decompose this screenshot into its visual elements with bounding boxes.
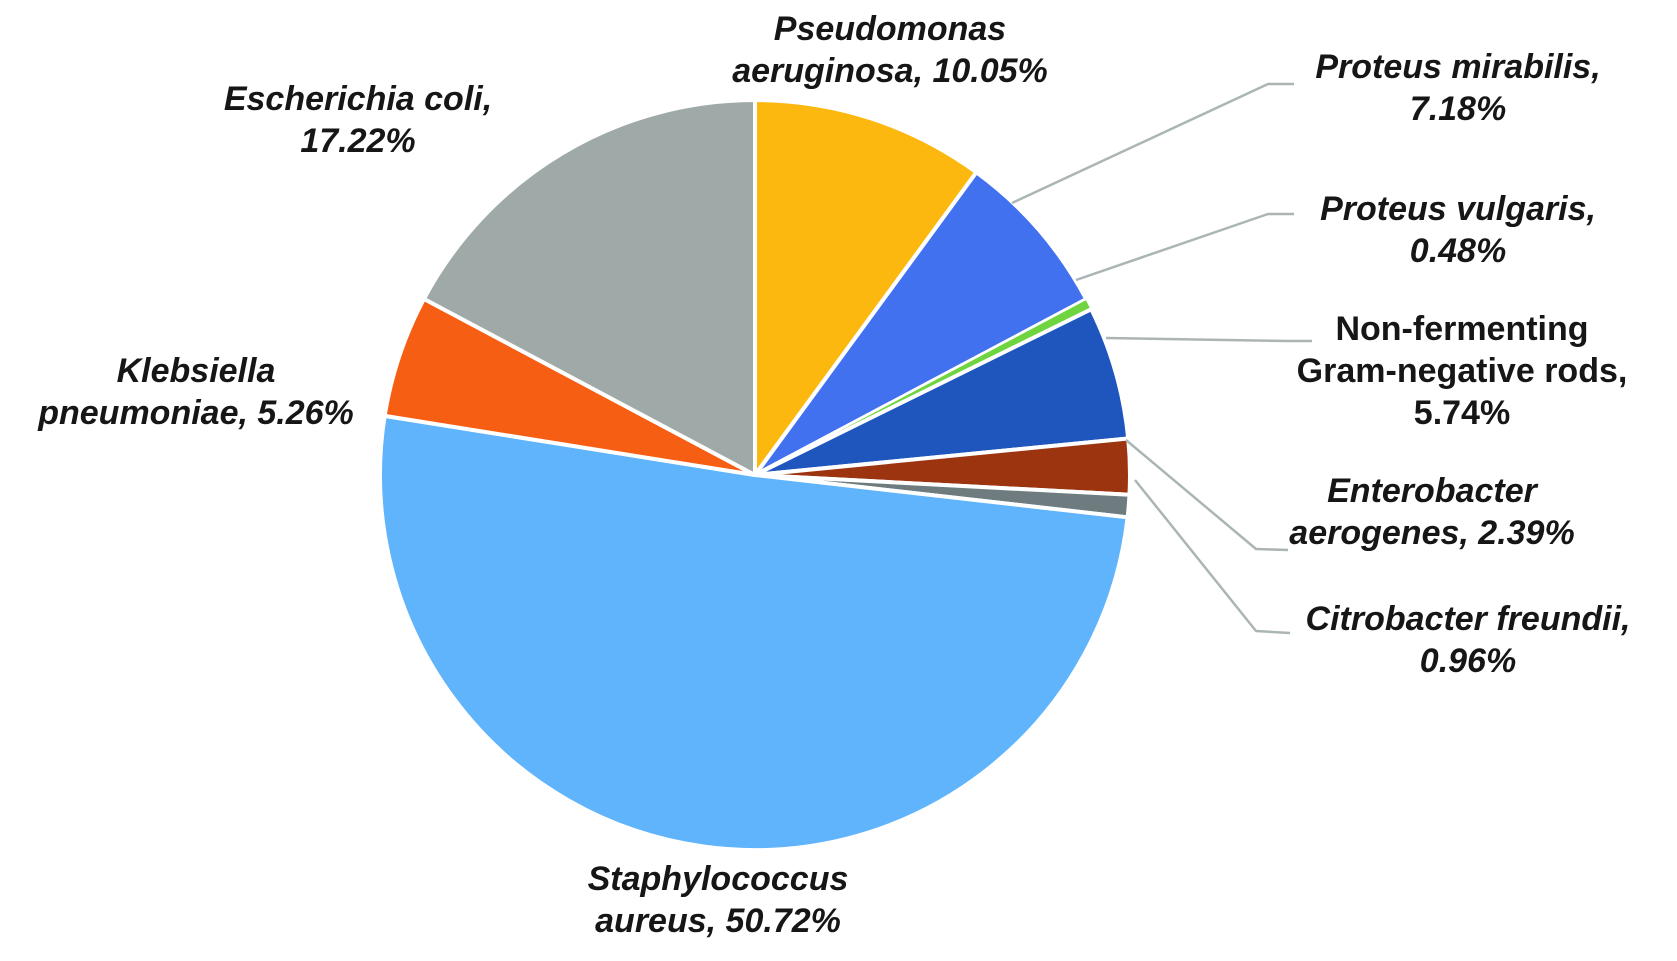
slice-label-staphylococcus-aureus: Staphylococcus aureus, 50.72% [588, 858, 849, 942]
slice-label-line: aerogenes, 2.39% [1289, 514, 1575, 553]
leader-lines [1011, 82, 1312, 635]
slice-label-line: Enterobacter [1327, 472, 1537, 510]
slice-label-citrobacter-freundii: Citrobacter freundii, 0.96% [1306, 598, 1631, 682]
slice-label-enterobacter-aerogenes: Enterobacter aerogenes, 2.39% [1289, 470, 1574, 554]
slice-label-line: Gram-negative rods, [1296, 352, 1628, 391]
pie-slices [378, 98, 1132, 853]
pie-slice-pseudomonas-aeruginosa [753, 98, 979, 477]
slice-label-non-fermenting-rods: Non-fermenting Gram-negative rods, 5.74% [1297, 308, 1628, 434]
leader-line-proteus-mirabilis [1011, 82, 1294, 205]
slice-label-line: Proteus mirabilis, [1315, 48, 1601, 86]
pie-slice-escherichia-coli [421, 98, 757, 477]
slice-label-line: Citrobacter freundii, [1305, 600, 1631, 638]
slice-label-line: Escherichia coli, [223, 80, 493, 118]
slice-label-line: Klebsiella [116, 352, 276, 390]
slice-label-line: Pseudomonas [773, 10, 1007, 48]
slice-label-line: 0.48% [1409, 232, 1507, 271]
pie-slice-non-fermenting-gram-negative-rods [753, 307, 1131, 477]
pie-slice-staphylococcus-aureus [378, 413, 1130, 853]
slice-label-line: 17.22% [300, 122, 416, 161]
slice-label-line: aureus, 50.72% [595, 902, 841, 941]
slice-label-line: Non-fermenting [1335, 310, 1589, 348]
slice-label-pseudomonas-aeruginosa: Pseudomonas aeruginosa, 10.05% [732, 8, 1048, 92]
leader-line-non-fermenting [1105, 336, 1312, 343]
slice-label-proteus-vulgaris: Proteus vulgaris, 0.48% [1320, 188, 1596, 272]
slice-label-klebsiella-pneumoniae: Klebsiella pneumoniae, 5.26% [38, 350, 354, 434]
slice-label-line: 0.96% [1419, 642, 1517, 681]
slice-label-escherichia-coli: Escherichia coli, 17.22% [224, 78, 492, 162]
leader-line-citrobacter [1134, 479, 1291, 635]
slice-label-line: pneumoniae, 5.26% [38, 394, 354, 433]
leader-line-proteus-vulgaris [1075, 212, 1294, 282]
slice-label-line: 7.18% [1409, 90, 1507, 129]
slice-label-line: aeruginosa, 10.05% [732, 52, 1048, 91]
leader-line-enterobacter [1125, 439, 1289, 552]
slice-label-line: 5.74% [1413, 394, 1511, 433]
slice-label-line: Staphylococcus [587, 860, 849, 898]
pie-slice-proteus-mirabilis [753, 170, 1089, 477]
slice-label-proteus-mirabilis: Proteus mirabilis, 7.18% [1315, 46, 1600, 130]
slice-label-line: Proteus vulgaris, [1320, 190, 1596, 228]
